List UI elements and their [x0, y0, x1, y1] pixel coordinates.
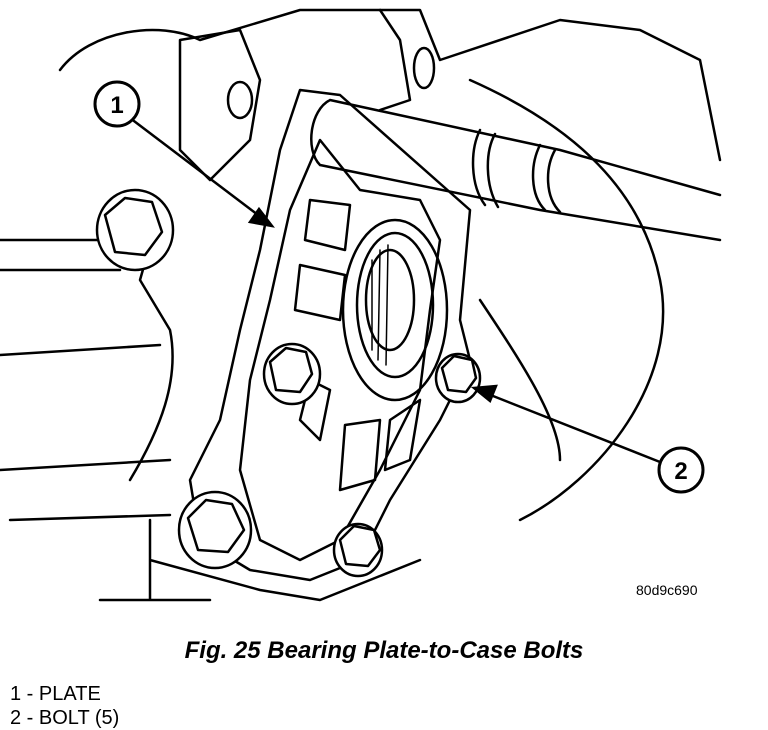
- bolt-upper-left: [95, 188, 175, 272]
- leader-line-2: [487, 392, 661, 464]
- bearing-outer: [341, 218, 449, 402]
- case-hole: [412, 46, 436, 90]
- case-arc: [478, 298, 562, 462]
- case-lower-left: [128, 208, 174, 482]
- bolt-lower-left: [177, 490, 253, 570]
- legend-number: 2: [10, 707, 22, 729]
- callout-2-number: 2: [674, 458, 687, 485]
- plate-pockets: [293, 198, 422, 492]
- case-rib-right: [468, 78, 665, 522]
- legend-number: 1: [10, 683, 22, 705]
- legend-separator: -: [21, 683, 39, 705]
- legend-separator: -: [21, 707, 39, 729]
- legend-label: BOLT (5): [38, 707, 120, 729]
- shaft-groove: [471, 128, 562, 214]
- bearing-plate-illustration: 1 2: [0, 8, 722, 602]
- case-flange: [378, 8, 412, 112]
- legend-item-bolt: 2 - BOLT (5): [10, 706, 119, 730]
- callout-circle-2: [657, 446, 705, 494]
- case-left-lines: [0, 238, 172, 522]
- bolt-bottom: [332, 522, 384, 578]
- arrowhead-2: [470, 384, 498, 404]
- bolt-right: [434, 352, 482, 404]
- bearing-inner: [355, 231, 435, 379]
- arrowhead-1: [247, 206, 275, 228]
- legend: 1 - PLATE 2 - BOLT (5): [10, 682, 119, 730]
- shaft: [310, 98, 722, 242]
- case-bottom: [98, 518, 422, 602]
- leader-line-1: [129, 117, 259, 216]
- image-reference-code: 80d9c690: [636, 582, 698, 598]
- legend-item-plate: 1 - PLATE: [10, 682, 119, 706]
- bearing-bore: [364, 248, 416, 352]
- callout-1-number: 1: [110, 92, 123, 119]
- legend-label: PLATE: [38, 683, 101, 705]
- figure-caption: Fig. 25 Bearing Plate-to-Case Bolts: [184, 637, 584, 664]
- bolt-center-left: [262, 342, 322, 406]
- callout-circle-1: [93, 80, 141, 128]
- bearing-plate: [188, 88, 472, 582]
- bearing-shading: [371, 244, 389, 366]
- case-bore: [226, 80, 254, 120]
- case-outline: [58, 8, 722, 162]
- case-housing: [178, 28, 262, 182]
